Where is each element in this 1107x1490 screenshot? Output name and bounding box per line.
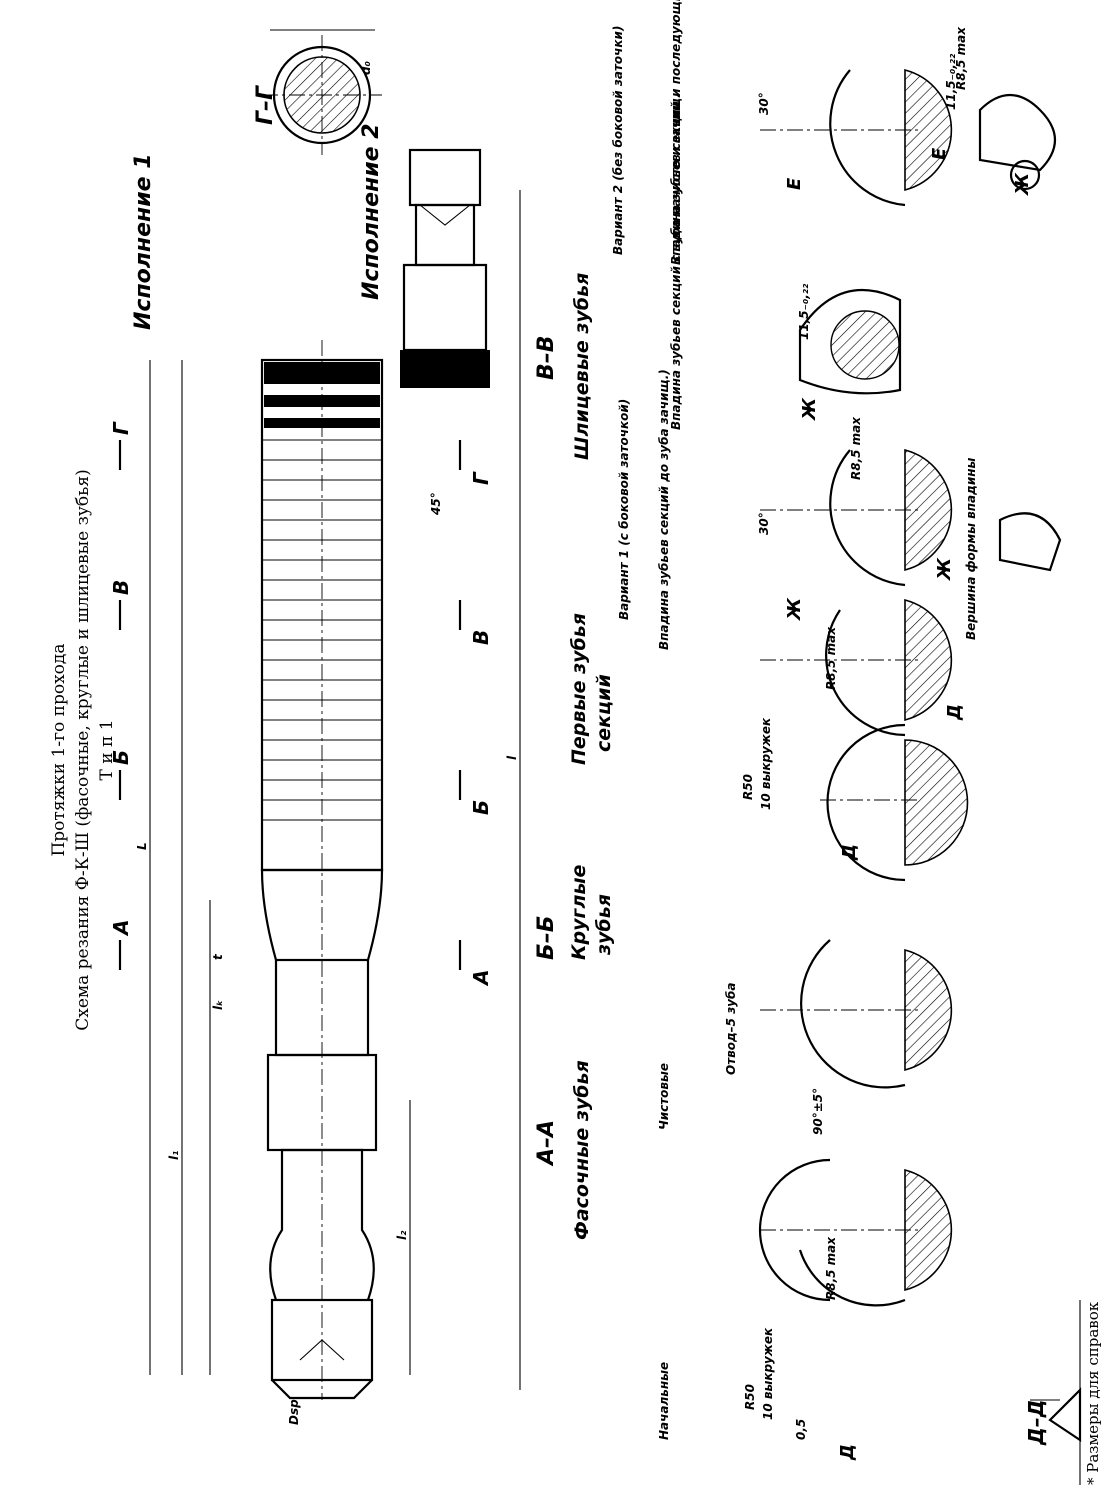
section-bb-desc-2: зубья (593, 894, 615, 956)
section-vv-variant-1 (760, 448, 953, 587)
mark-e-1: Е (784, 177, 805, 190)
dimension-lines (149, 190, 521, 1390)
cut-b-top: Б (109, 750, 133, 765)
dim-l1: l₁ (167, 1151, 181, 1160)
cut-markers (118, 440, 462, 970)
dim-lk: lₖ (211, 1000, 225, 1010)
section-bb-desc-1: Круглые (568, 864, 590, 960)
section-vv-variant-2 (760, 68, 953, 207)
section-vv-label: В–В (534, 335, 559, 380)
cut-g-bot: Г (469, 471, 493, 485)
mark-e-2: Е (929, 147, 950, 160)
title-line-2: Схема резания Ф-К-Ш (фасочные, круглые и… (73, 469, 93, 1030)
note-option2-a: Впадина зубьев секций и последующие зубь… (669, 0, 683, 265)
section-aa-label: А–А (534, 1120, 559, 1167)
title-line-1: Протяжки 1-го прохода (49, 643, 69, 856)
cut-v-bot: В (469, 630, 493, 645)
dim-dsp: Dsp (287, 1399, 301, 1425)
dim-t-1: t (211, 953, 225, 960)
dim-a30-1: 30° (757, 512, 771, 535)
section-bb-label: Б–Б (534, 915, 559, 960)
note-ext-tooth: Вершина формы впадины (964, 457, 978, 640)
tooth-detail-e (978, 94, 1056, 191)
cut-v-top: В (109, 580, 133, 595)
dim-r985-start: R8,5 max (824, 1236, 838, 1300)
dim-d0: d₀ (359, 60, 373, 75)
dim-b115-2: 11,5₋₀,₂₂ (944, 53, 958, 110)
footnote: * Размеры для справок (1084, 1301, 1102, 1485)
dim-r50-start: R50 (743, 1384, 757, 1410)
broach-shank (260, 868, 384, 1400)
title-line-3: Т и п 1 (97, 719, 117, 780)
dim-tooth-step: Отвод–5 зуба (724, 983, 738, 1075)
variant-1-label: Исполнение 1 (131, 153, 156, 330)
dim-L: L (135, 842, 149, 850)
variant-2-shank (400, 148, 490, 388)
dim-r50-first: R50 (741, 774, 755, 800)
dim-teeth-pitch-start: 10 выкружек (761, 1327, 775, 1420)
dim-b115-1: 11,5₋₀,₂₂ (797, 283, 811, 340)
dim-a45: 45° (429, 492, 443, 516)
section-aa-start (758, 1158, 953, 1307)
cut-a-top: А (109, 920, 133, 937)
dim-l2: l₂ (395, 1230, 409, 1240)
section-aa-clean (760, 939, 953, 1089)
cut-b-bot: Б (469, 800, 493, 815)
section-first-teeth (760, 598, 953, 737)
dim-teeth-pitch-first: 10 выкружек (759, 717, 773, 810)
dim-r985-first: R8,5 max (824, 626, 838, 690)
mark-d-1: Д (837, 1444, 858, 1461)
section-bb-round (820, 723, 969, 882)
mark-d-3: Д (944, 704, 965, 721)
first-teeth-1: Первые зубья (568, 613, 590, 765)
note-option1-b: Впадина зубьев секций с зуба начисто и з… (669, 93, 683, 430)
first-teeth-2: секций (593, 674, 615, 752)
mark-zh-2: Ж (934, 557, 955, 582)
section-vv-desc: Шлицевые зубья (571, 273, 593, 460)
section-gg: Г–Г (253, 29, 382, 155)
title-block: Протяжки 1-го прохода Схема резания Ф-К-… (49, 469, 117, 1030)
mark-d-2: Д (839, 844, 860, 861)
dim-r985-vv: R8,5 max (849, 416, 863, 480)
dim-a30-2: 30° (757, 92, 771, 115)
note-start: Начальные (657, 1362, 671, 1440)
section-dd-label: Д–Д (1024, 1399, 1048, 1446)
broach-teeth-body (260, 358, 384, 872)
dim-l: l (505, 755, 519, 760)
note-option1: Вариант 1 (с боковой заточкой) (617, 399, 631, 620)
dim-r05-start: 0,5 (794, 1419, 808, 1440)
section-gg-label: Г–Г (253, 85, 278, 125)
dim-a90: 90°±5° (811, 1088, 825, 1135)
note-clean: Чистовые (657, 1063, 671, 1130)
mark-zh-4: Ж (1012, 172, 1033, 197)
section-aa-desc: Фасочные зубья (571, 1060, 593, 1240)
mark-zh-3: Ж (799, 397, 820, 422)
variant-2-label: Исполнение 2 (359, 123, 384, 300)
mark-zh-1: Ж (784, 597, 805, 622)
cut-g-top: Г (109, 421, 133, 435)
tooth-detail-zh (998, 512, 1062, 572)
note-option2: Вариант 2 (без боковой заточки) (611, 26, 625, 255)
tooth-detail-middle (798, 288, 902, 395)
dim-r985-e: R8,5 max (954, 26, 968, 90)
note-option1-a: Впадина зубьев секций до зуба зачищ.) (657, 369, 671, 650)
cut-a-bot: А (469, 970, 493, 987)
